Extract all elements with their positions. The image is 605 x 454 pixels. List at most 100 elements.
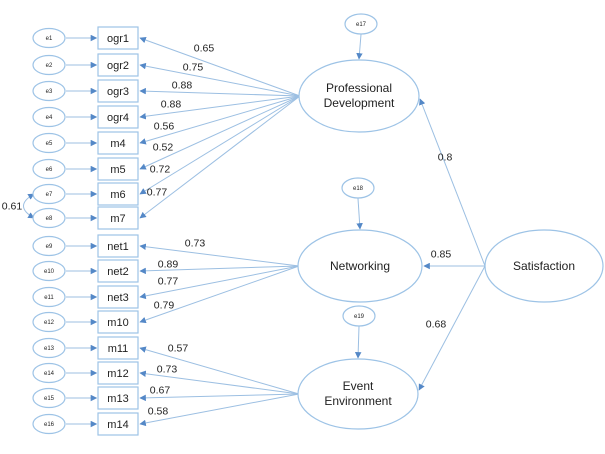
indicator-m12: [97, 361, 139, 385]
error-term-e13: [32, 337, 66, 359]
indicator-m11: [97, 336, 139, 360]
indicator-m10-label: m10: [107, 317, 128, 329]
indicator-net1-label: net1: [107, 241, 128, 253]
covariance-value-e7-e8: 0.61: [2, 201, 23, 213]
error-term-e11-label: e11: [44, 295, 54, 301]
loading-value-ogr4: 0.88: [161, 99, 182, 111]
error-term-e15: [32, 387, 66, 409]
loading-edge-net-to-net3: [139, 265, 300, 300]
indicator-m7-label: m7: [110, 213, 125, 225]
indicator-m5-label: m5: [110, 164, 125, 176]
loading-edge-pd-to-ogr3: [139, 87, 301, 97]
error-term-e6-label: e6: [46, 167, 53, 173]
error-term-e9-label: e9: [46, 244, 53, 250]
loading-edge-pd-to-m7: [139, 95, 301, 219]
loading-edge-ee-to-m11: [139, 346, 300, 395]
loading-value-net3: 0.77: [158, 276, 179, 288]
loading-edge-ee-to-m13: [139, 393, 300, 402]
latent-net-label-line1: Networking: [330, 259, 390, 273]
error-term-e12: [32, 311, 66, 333]
loading-value-m4: 0.56: [154, 121, 175, 133]
error-term-e15-label: e15: [44, 396, 55, 402]
indicator-m4: [97, 131, 139, 155]
error-term-e17: [344, 13, 378, 35]
latent-pd-label-line1: Professional: [326, 81, 392, 95]
error-term-e7-label: e7: [46, 192, 53, 198]
indicator-net2-label: net2: [107, 266, 128, 278]
indicator-ogr4: [97, 105, 139, 129]
indicator-net2: [97, 259, 139, 283]
error-term-e5-label: e5: [46, 141, 53, 147]
latent-pd: [298, 59, 420, 133]
indicator-ogr1: [97, 26, 139, 50]
loading-edge-net-to-net2: [139, 265, 300, 275]
loading-edge-pd-to-ogr2: [139, 62, 301, 97]
indicator-m4-label: m4: [110, 138, 125, 150]
indicator-ogr3-label: ogr3: [107, 86, 129, 98]
loading-value-m7: 0.77: [147, 187, 168, 199]
indicator-net3: [97, 285, 139, 309]
error-term-e8: [32, 207, 66, 229]
error-term-e19: [342, 305, 376, 327]
loading-value-net2: 0.89: [158, 259, 179, 271]
indicator-m5: [97, 157, 139, 181]
indicator-m14: [97, 412, 139, 436]
indicator-ogr4-label: ogr4: [107, 112, 129, 124]
loading-edge-ee-to-m14: [139, 393, 300, 427]
indicator-m11-label: m11: [108, 343, 129, 355]
error-term-e13-label: e13: [44, 346, 55, 352]
error-term-e1-label: e1: [46, 36, 53, 42]
shapes-layer: [32, 13, 604, 436]
loading-value-net1: 0.73: [185, 238, 206, 250]
loading-edge-net-to-m10: [139, 265, 300, 324]
error-term-e3-label: e3: [46, 89, 53, 95]
latent-ee-label-line2: Environment: [324, 394, 392, 408]
error-term-e5: [32, 132, 66, 154]
error-term-e3: [32, 80, 66, 102]
error-term-e4-label: e4: [46, 115, 53, 121]
error-term-e7: [32, 183, 66, 205]
error-term-e18-label: e18: [353, 186, 364, 192]
loading-value-m14: 0.58: [148, 406, 169, 418]
loading-value-ogr1: 0.65: [194, 43, 215, 55]
error-term-e2: [32, 54, 66, 76]
structural-edge-2: [418, 265, 486, 391]
indicator-ogr1-label: ogr1: [107, 33, 129, 45]
error-term-e17-label: e17: [356, 22, 367, 28]
structural-edge-0: [419, 98, 486, 267]
indicator-net3-label: net3: [107, 292, 128, 304]
indicator-m12-label: m12: [107, 368, 128, 380]
indicator-m13-label: m13: [107, 393, 128, 405]
error-term-e14: [32, 362, 66, 384]
edge-e19-to-ee: [354, 326, 362, 359]
loading-value-m13: 0.67: [150, 385, 171, 397]
loading-value-ogr3: 0.88: [172, 80, 193, 92]
indicator-m13: [97, 386, 139, 410]
latent-pd-label-line2: Development: [324, 96, 395, 110]
loading-edge-net-to-net1: [139, 243, 300, 267]
loading-value-m12: 0.73: [157, 364, 178, 376]
indicator-ogr2: [97, 53, 139, 77]
error-term-e10: [32, 260, 66, 282]
loading-edge-pd-to-m6: [139, 95, 301, 195]
loading-value-m10: 0.79: [154, 300, 175, 312]
error-term-e2-label: e2: [46, 63, 53, 69]
loading-edge-pd-to-m5: [139, 95, 301, 170]
latent-ee-label-line1: Event: [343, 379, 374, 393]
structural-value-2: 0.68: [426, 319, 447, 331]
loading-edge-pd-to-ogr1: [139, 36, 301, 97]
latent-sat: [484, 229, 604, 303]
error-term-e8-label: e8: [46, 216, 53, 222]
covariance-arc-e7-e8: [23, 193, 35, 219]
latent-sat-label-line1: Satisfaction: [513, 259, 575, 273]
error-term-e19-label: e19: [354, 314, 365, 320]
indicator-ogr3: [97, 79, 139, 103]
error-term-e1: [32, 27, 66, 49]
indicator-m6: [97, 182, 139, 206]
error-term-e4: [32, 106, 66, 128]
error-term-e10-label: e10: [44, 269, 55, 275]
loading-value-m6: 0.72: [150, 164, 171, 176]
error-term-e16: [32, 413, 66, 435]
